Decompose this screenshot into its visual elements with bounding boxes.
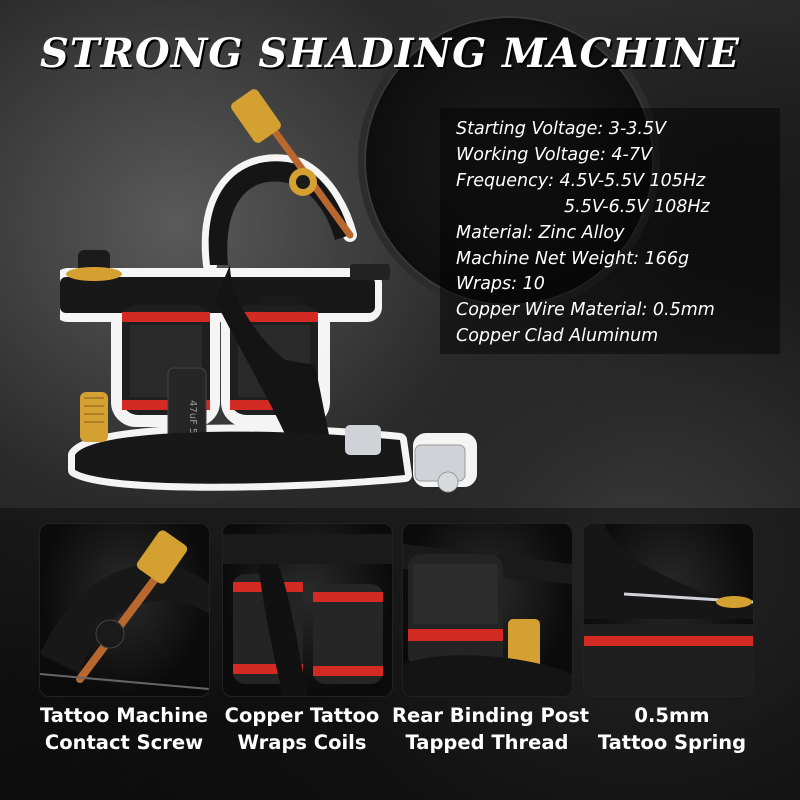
spec-material: Material: Zinc Alloy: [456, 222, 625, 243]
spec-frequency-high: 5.5V-6.5V 108Hz: [564, 196, 710, 217]
feature-image-coils: [222, 523, 393, 697]
contact-screw: [231, 89, 354, 239]
spec-wraps: Wraps: 10: [456, 274, 545, 295]
rear-binding-post: [80, 392, 108, 442]
spec-starting-voltage: Starting Voltage: 3-3.5V: [456, 119, 667, 139]
svg-text:47uF 50V: 47uF 50V: [187, 400, 198, 448]
spec-list: Starting Voltage: 3-3.5V Working Voltage…: [456, 117, 715, 350]
spec-copper-wire: Copper Wire Material: 0.5mm: [456, 300, 715, 321]
feature-image-binding-post: [402, 523, 573, 697]
spec-frequency: Frequency: 4.5V-5.5V 105Hz: [456, 170, 706, 191]
feature-image-spring: [583, 523, 754, 697]
page-title: STRONG SHADING MACHINE: [40, 30, 740, 77]
tattoo-machine-image: 47uF 50V: [60, 89, 477, 493]
spec-working-voltage: Working Voltage: 4-7V: [456, 144, 652, 165]
feature-image-contact-screw: [39, 523, 210, 697]
spec-copper-clad: Copper Clad Aluminum: [456, 326, 659, 347]
capacitor: [167, 367, 207, 441]
frame-base: [75, 431, 405, 484]
compass-decoration: [358, 10, 660, 312]
spec-net-weight: Machine Net Weight: 166g: [456, 248, 690, 269]
spec-panel: [440, 108, 780, 354]
